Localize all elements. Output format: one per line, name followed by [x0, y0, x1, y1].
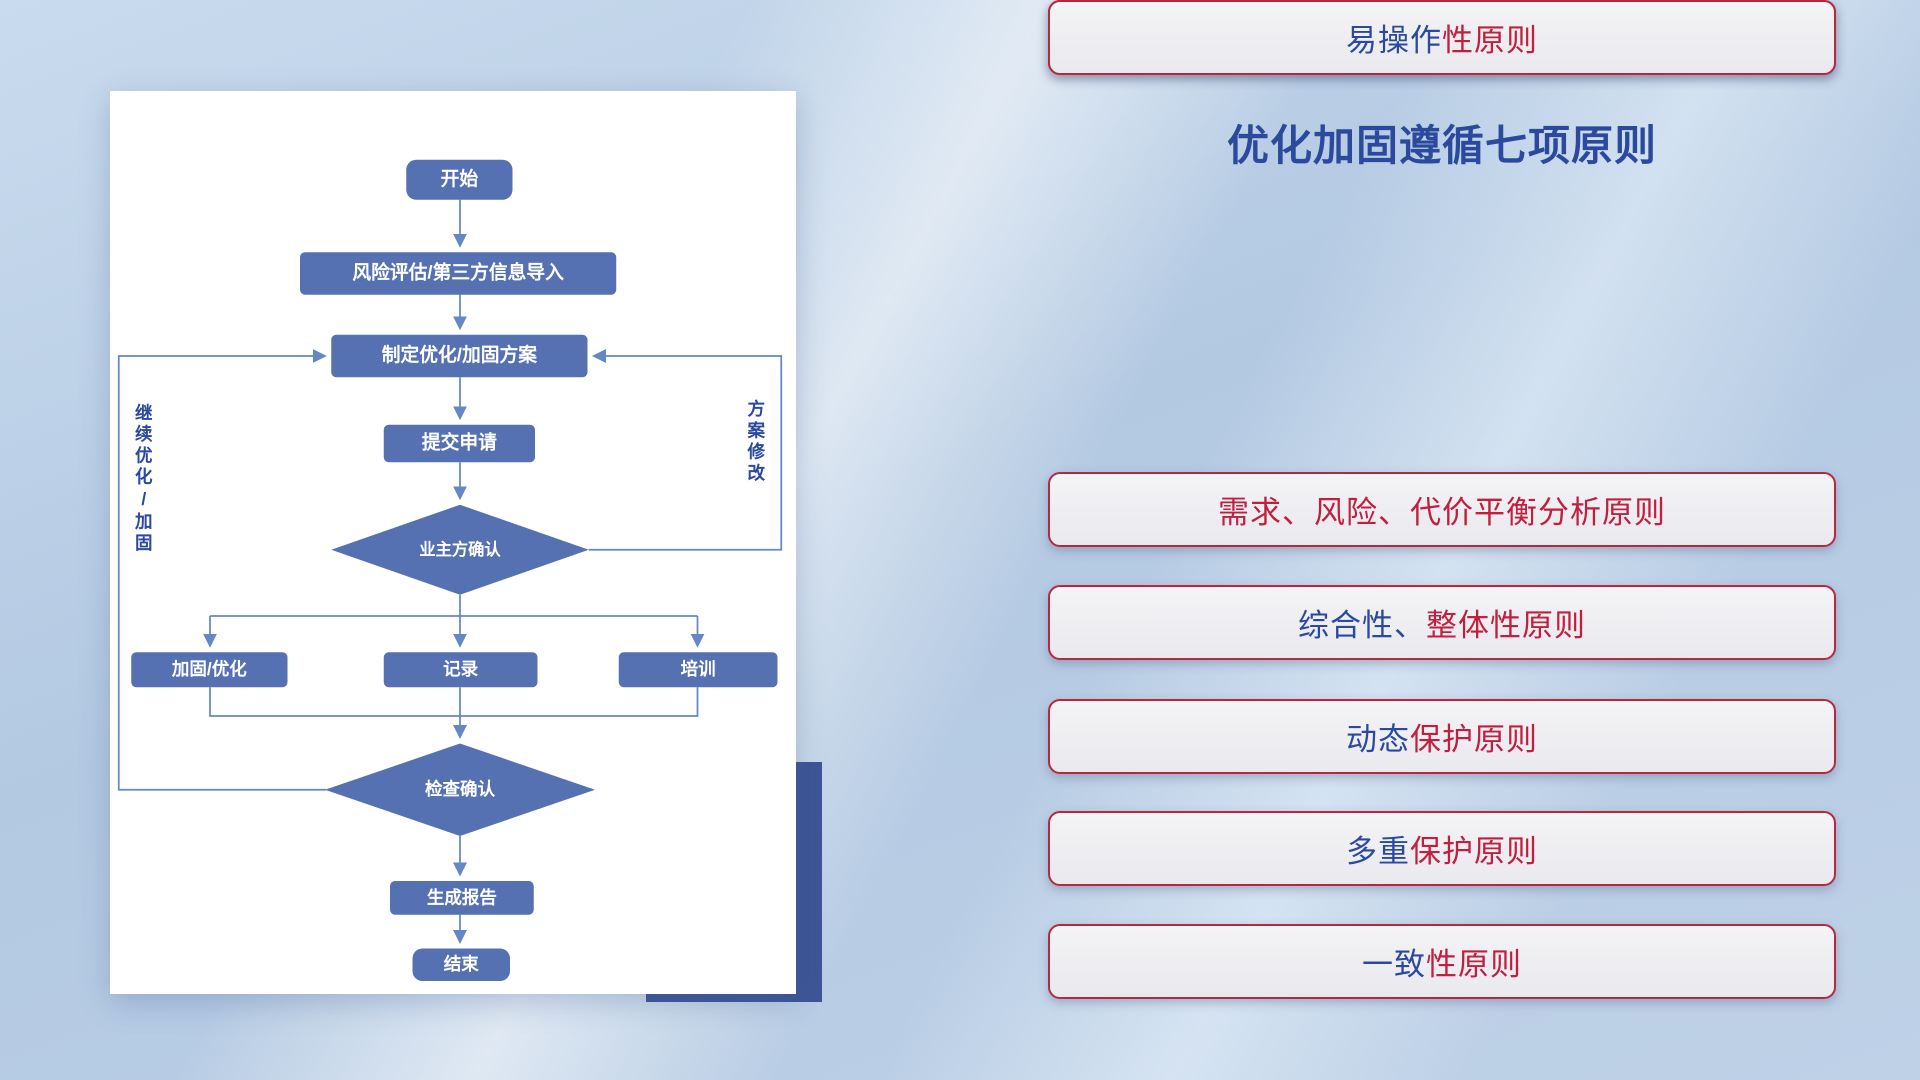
principle-text-blue: 一致	[1362, 947, 1426, 982]
flow-label-continue-optimize: 继续优化/加固	[133, 403, 154, 555]
flow-node-end: 结束	[412, 948, 510, 981]
principle-item-4: 多重保护原则	[1048, 811, 1836, 886]
page-title: 优化加固遵循七项原则	[1226, 122, 1657, 169]
principle-text-red: 性原则	[1442, 23, 1538, 58]
flow-node-make-plan: 制定优化/加固方案	[331, 334, 588, 378]
principle-item-2: 综合性、整体性原则	[1048, 585, 1836, 660]
principle-item-5: 一致性原则	[1048, 924, 1836, 999]
principle-text-red: 保护原则	[1410, 722, 1538, 757]
principle-text-blue: 综合性、	[1298, 608, 1426, 643]
principle-text-blue: 多重	[1346, 834, 1410, 869]
flow-node-start: 开始	[406, 159, 513, 200]
flow-label-plan-modify: 方案修改	[746, 399, 767, 485]
principle-item-7: 易操作性原则	[1048, 0, 1836, 75]
flow-connectors-lines	[117, 199, 783, 944]
principle-text-red: 需求、风险、代价平衡分析原则	[1218, 495, 1666, 530]
flow-node-record: 记录	[383, 652, 538, 688]
principle-text-blue: 动态	[1346, 722, 1410, 757]
principle-text-blue: 易操作	[1346, 23, 1442, 58]
flow-node-report: 生成报告	[390, 881, 534, 915]
principle-item-3: 动态保护原则	[1048, 699, 1836, 774]
principle-text-red: 性原则	[1426, 947, 1522, 982]
principle-item-1: 需求、风险、代价平衡分析原则	[1048, 472, 1836, 547]
flow-node-submit: 提交申请	[383, 424, 535, 463]
flowchart: 开始 风险评估/第三方信息导入 制定优化/加固方案 提交申请 业主方确认 加固/…	[110, 91, 796, 994]
flow-node-risk-import: 风险评估/第三方信息导入	[300, 252, 617, 295]
flowchart-card: 开始 风险评估/第三方信息导入 制定优化/加固方案 提交申请 业主方确认 加固/…	[110, 91, 796, 994]
flow-node-training: 培训	[618, 652, 778, 688]
flow-node-reinforce-optimize: 加固/优化	[131, 652, 288, 688]
principle-text-red: 保护原则	[1410, 834, 1538, 869]
principle-text-red: 整体性原则	[1426, 608, 1586, 643]
